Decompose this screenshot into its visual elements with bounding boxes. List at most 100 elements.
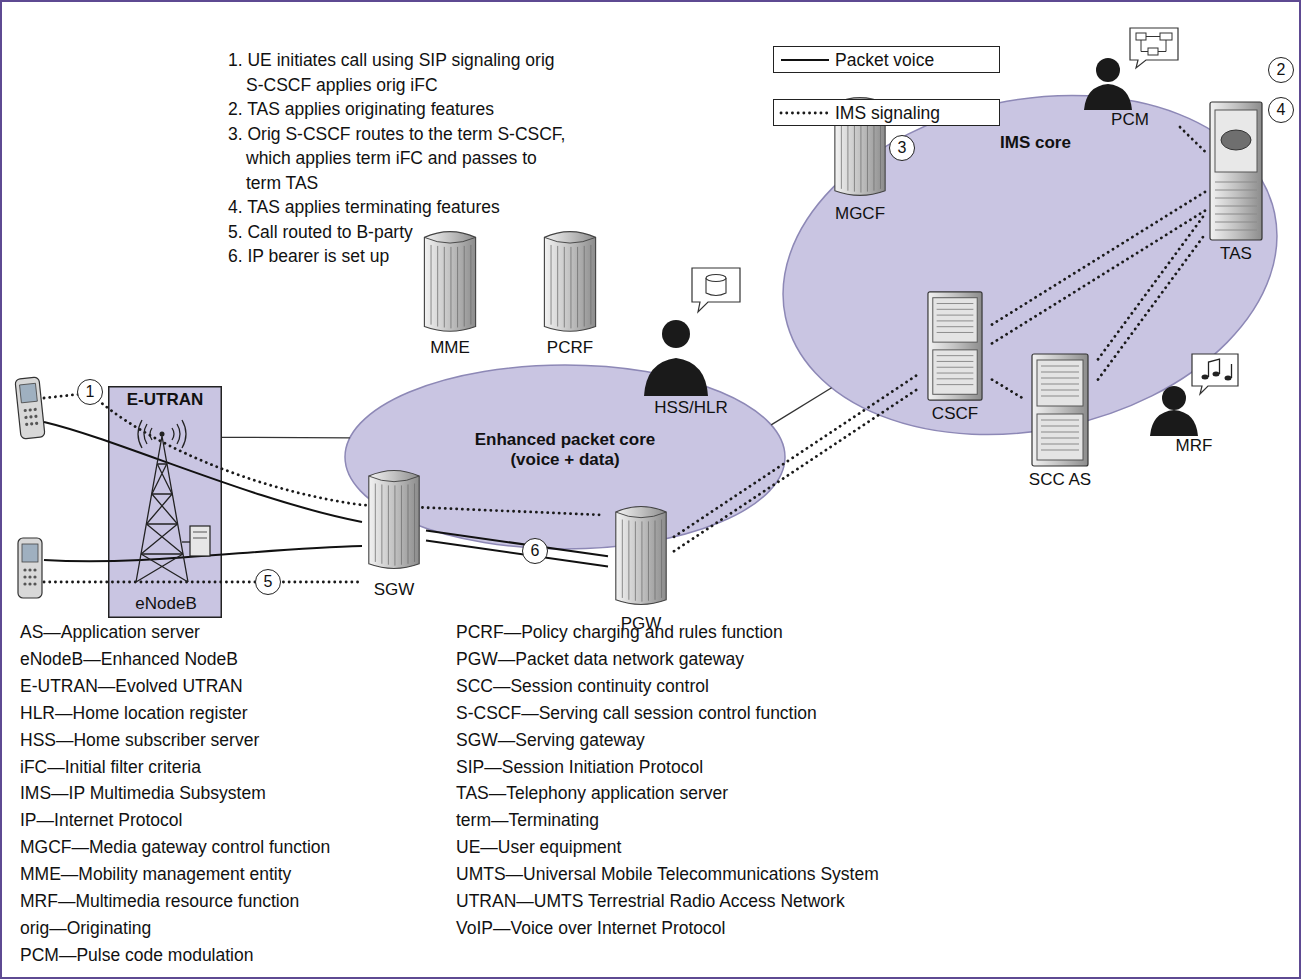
connector-line: [771, 388, 831, 425]
ellipse-outline: [751, 52, 1301, 479]
abbreviation: E-UTRAN—Evolved UTRAN: [20, 673, 330, 700]
srv-icon: [421, 226, 479, 336]
srv-icon: [366, 462, 422, 576]
callout-number: 6: [522, 538, 548, 564]
link-connector: [222, 437, 350, 439]
media-resource: MRF: [1148, 350, 1240, 456]
step-text: 5. Call routed to B-party: [228, 220, 573, 245]
handset-icon: [18, 538, 42, 598]
abbreviation: PGW—Packet data network gateway: [456, 646, 879, 673]
server-node: PCRF: [535, 226, 605, 358]
subscriber-server: HSS/HLR: [636, 262, 746, 418]
srv-icon: [541, 226, 599, 336]
abbreviation: MME—Mobility management entity: [20, 861, 330, 888]
node-label: SCC AS: [1029, 470, 1091, 490]
mrf-icon: [1148, 350, 1240, 436]
abbreviation: MRF—Multimedia resource function: [20, 888, 330, 915]
server-node: MME: [415, 226, 485, 358]
node-label: E-UTRAN: [127, 390, 204, 410]
abbreviation: term—Terminating: [456, 807, 879, 834]
base-station: eNodeB: [118, 414, 214, 614]
box-outline: [109, 387, 222, 618]
node-label: MRF: [1176, 436, 1213, 456]
gateway-node: SGW: [362, 462, 426, 600]
abbreviation: iFC—Initial filter criteria: [20, 754, 330, 781]
abbreviation: IP—Internet Protocol: [20, 807, 330, 834]
legend-sample: [781, 111, 829, 114]
ims-core-ellipse: IMS coreMGCFPCMTASCSCF: [775, 90, 1285, 442]
application-server: SCC AS: [1022, 352, 1098, 490]
node-label: MGCF: [835, 204, 885, 224]
srv-icon: [613, 498, 669, 612]
abbreviation: HSS—Home subscriber server: [20, 727, 330, 754]
callout-number: 2: [1268, 57, 1294, 83]
operator-node: PCM: [1080, 26, 1180, 130]
legend-row: Packet voice: [773, 46, 1000, 73]
node-label: TAS: [1220, 244, 1252, 264]
abbreviation: S-CSCF—Serving call session control func…: [456, 700, 879, 727]
pcm-icon: [1080, 26, 1180, 110]
abbreviation: UMTS—Universal Mobile Telecommunications…: [456, 861, 879, 888]
callout-number: 5: [255, 569, 281, 595]
step-text: 1. UE initiates call using SIP signaling…: [228, 48, 573, 97]
abbreviation-column: PCRF—Policy charging and rules functionP…: [456, 619, 879, 942]
legend-sample: [779, 108, 831, 118]
tower-icon: [136, 420, 210, 582]
srv-icon: [369, 470, 419, 568]
rack-icon: [1030, 352, 1090, 468]
node-label: eNodeB: [135, 594, 196, 614]
rack-icon: [1032, 354, 1088, 466]
hss-icon: [644, 268, 740, 396]
abbreviation: IMS—IP Multimedia Subsystem: [20, 780, 330, 807]
step-text: 2. TAS applies originating features: [228, 97, 573, 122]
legend-text: IMS signaling: [835, 103, 940, 123]
abbreviation: orig—Originating: [20, 915, 330, 942]
step-text: 3. Orig S-CSCF routes to the term S-CSCF…: [228, 122, 573, 196]
tower-icon: [118, 414, 214, 586]
legend-row: IMS signaling: [773, 99, 1000, 126]
node-label: MME: [430, 338, 470, 358]
connector-line: [222, 437, 350, 439]
rack-icon: [928, 292, 982, 400]
abbreviation: SCC—Session continuity control: [456, 673, 879, 700]
abbreviation: AS—Application server: [20, 619, 330, 646]
step-list: 1. UE initiates call using SIP signaling…: [228, 48, 573, 269]
node-label: HSS/HLR: [654, 398, 728, 418]
step-text: 4. TAS applies terminating features: [228, 195, 573, 220]
abbreviation: eNodeB—Enhanced NodeB: [20, 646, 330, 673]
tas-icon: [1210, 102, 1262, 240]
link-connector: [771, 388, 831, 425]
srv-icon: [544, 232, 595, 332]
callout-number: 1: [77, 379, 103, 405]
abbreviation: TAS—Telephony application server: [456, 780, 879, 807]
hss-icon: [636, 262, 746, 398]
node-label: SGW: [374, 580, 415, 600]
session-control: CSCF: [918, 290, 992, 424]
abbreviation: UTRAN—UMTS Terrestrial Radio Access Netw…: [456, 888, 879, 915]
gateway-node: PGW: [608, 498, 674, 634]
abbreviation: PCM—Pulse code modulation: [20, 942, 330, 969]
callout-number: 4: [1268, 97, 1294, 123]
step-text: 6. IP bearer is set up: [228, 244, 573, 269]
pcm-icon: [1084, 28, 1178, 110]
node-label: IMS core: [1000, 133, 1071, 153]
abbreviation: MGCF—Media gateway control function: [20, 834, 330, 861]
abbreviation-column: AS—Application servereNodeB—Enhanced Nod…: [20, 619, 330, 969]
core-network-ellipse: Enhanced packet core (voice + data)MMEPC…: [345, 365, 785, 549]
abbreviation: PCRF—Policy charging and rules function: [456, 619, 879, 646]
handset-icon: [15, 377, 45, 439]
node-label: PCRF: [547, 338, 593, 358]
node-label: CSCF: [932, 404, 978, 424]
callout-number: 3: [889, 135, 915, 161]
application-server: TAS: [1205, 100, 1267, 264]
abbreviation: SIP—Session Initiation Protocol: [456, 754, 879, 781]
tas-icon: [1208, 100, 1264, 242]
mrf-icon: [1150, 354, 1238, 436]
abbreviation: VoIP—Voice over Internet Protocol: [456, 915, 879, 942]
radio-network-box: E-UTRAN eNodeB: [108, 386, 222, 618]
rack-icon: [926, 290, 984, 402]
